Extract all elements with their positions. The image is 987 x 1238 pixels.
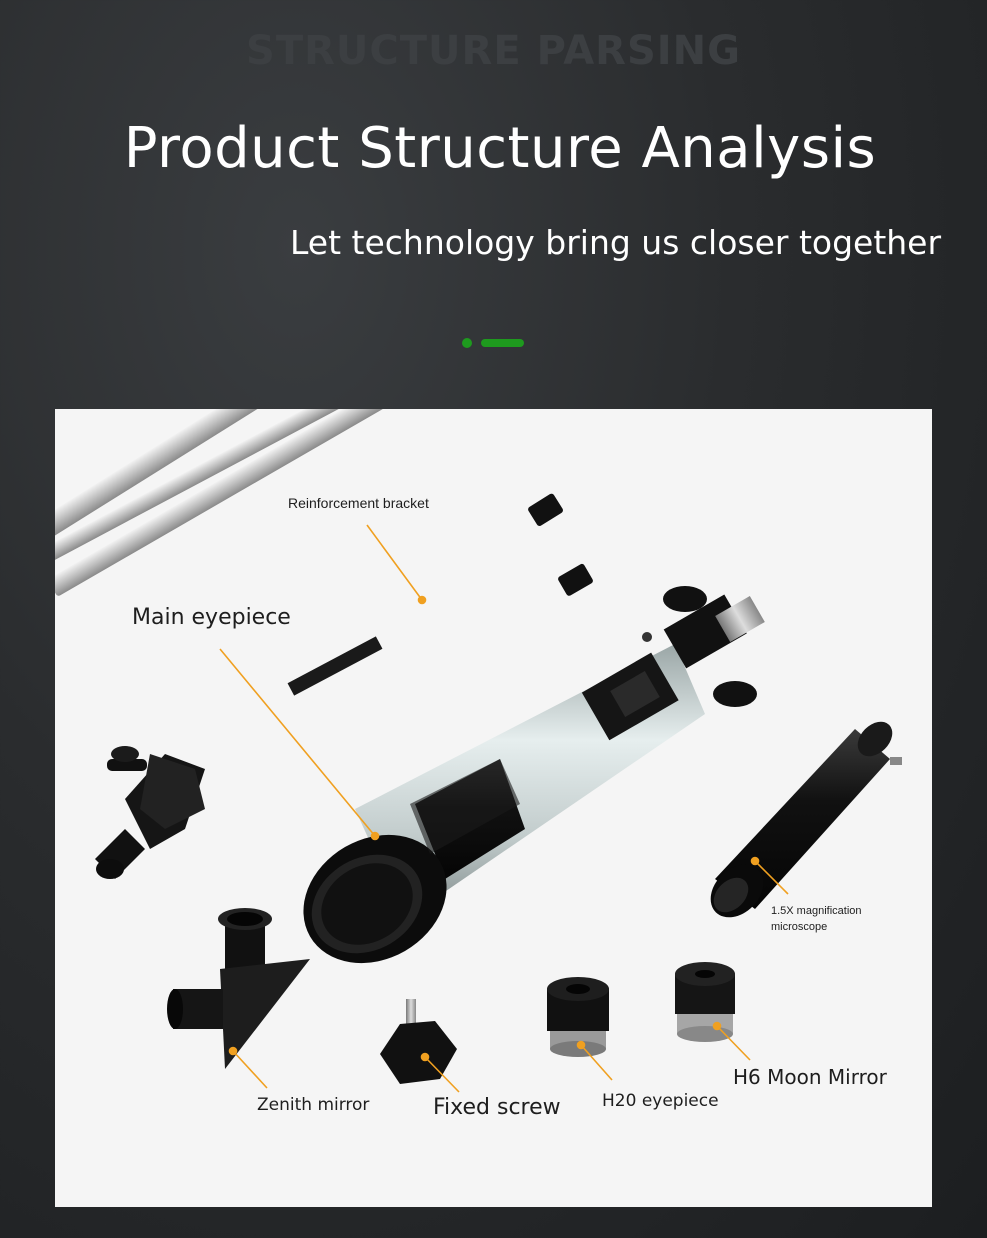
- finder-scope: [710, 721, 902, 918]
- main-telescope-tube: [303, 586, 765, 964]
- label-fixed-screw: Fixed screw: [433, 1095, 561, 1120]
- zenith-mirror: [167, 908, 310, 1069]
- h6-moon-mirror-part: [675, 962, 735, 1042]
- label-microscope-line2: microscope: [771, 921, 828, 933]
- tripod: [55, 409, 593, 879]
- label-h6-moon-mirror: H6 Moon Mirror: [733, 1065, 887, 1089]
- page-subtitle: Let technology bring us closer together: [290, 223, 942, 262]
- label-h20-eyepiece: H20 eyepiece: [602, 1091, 719, 1111]
- fixed-screw-part: [380, 999, 457, 1084]
- accent-bar: [481, 339, 524, 347]
- label-reinforcement-bracket: Reinforcement bracket: [288, 495, 429, 511]
- structure-parsing-watermark: STRUCTURE PARSING: [246, 28, 741, 74]
- label-microscope-line1: 1.5X magnification: [771, 905, 862, 917]
- label-zenith-mirror: Zenith mirror: [257, 1095, 370, 1115]
- accent-dot: [462, 338, 472, 348]
- telescope-parts-illustration: [55, 409, 902, 1093]
- product-diagram-panel: Reinforcement bracket Main eyepiece 1.5X…: [55, 409, 932, 1207]
- callout-lines: [219, 524, 789, 1093]
- label-microscope: 1.5X magnification microscope: [771, 903, 862, 935]
- page-title: Product Structure Analysis: [123, 116, 877, 181]
- h20-eyepiece-part: [547, 977, 609, 1057]
- label-main-eyepiece: Main eyepiece: [132, 605, 291, 630]
